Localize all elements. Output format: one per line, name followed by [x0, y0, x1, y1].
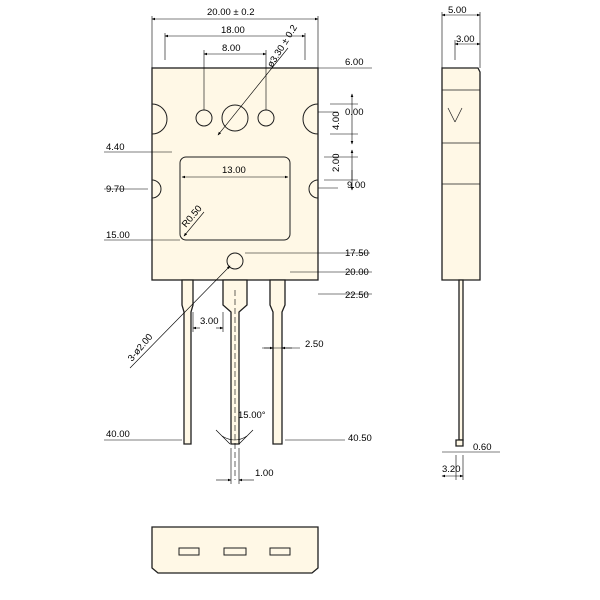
dim-top-offset: 6.00	[345, 57, 364, 68]
dim-body-height: 20.00	[345, 267, 369, 278]
dim-lower-hole: 9.00	[347, 180, 366, 191]
bottom-view	[151, 526, 319, 574]
dim-window-gap: 2.00	[331, 154, 342, 173]
side-lead	[458, 279, 464, 441]
dim-lead-thickness: 1.00	[255, 468, 274, 479]
dim-pin-holes: 3-ø2.00	[126, 332, 155, 364]
exposed-window	[179, 156, 291, 241]
side-view	[441, 12, 500, 480]
pin-hole	[226, 252, 244, 270]
dim-side-lead-offset: 3.20	[442, 464, 461, 475]
dim-overall-width: 20.00 ± 0.2	[207, 7, 254, 18]
dim-window-width: 13.00	[222, 165, 246, 176]
lead-left	[181, 279, 194, 445]
dim-hole-span: 18.00	[221, 25, 245, 36]
dim-center-span: 8.00	[222, 43, 241, 54]
dim-side-tab: 3.00	[456, 34, 475, 45]
dim-hole-zero: 0.00	[345, 107, 364, 118]
right-lower-notch	[308, 179, 319, 199]
leads	[181, 279, 286, 445]
dim-left-lead: 40.00	[106, 429, 130, 440]
dim-notch-mid: 9.70	[106, 184, 125, 195]
right-upper-notch	[302, 103, 319, 135]
bottom-body	[151, 526, 319, 574]
bottom-pin-right	[269, 547, 291, 556]
dim-side-thickness: 5.00	[448, 5, 467, 16]
side-body	[441, 67, 481, 281]
dim-shoulder: 22.50	[345, 290, 369, 301]
dim-mount-hole-dia: ø3.30 ± 0.2	[265, 23, 300, 70]
dim-bend-angle: 15.00°	[238, 410, 266, 421]
dim-lead-pitch: 3.00	[200, 316, 219, 327]
side-lead-tip	[455, 439, 464, 447]
bottom-pin-center	[223, 547, 247, 556]
dim-pin-hole: 17.50	[345, 248, 369, 259]
dim-side-lead: 0.60	[473, 442, 492, 453]
bottom-pin-left	[178, 547, 200, 556]
dim-notch-top: 4.40	[106, 142, 125, 153]
left-lower-notch	[151, 179, 162, 199]
dim-lead-width: 2.50	[305, 339, 324, 350]
lead-right	[269, 279, 286, 445]
front-view	[104, 16, 372, 484]
dim-hole-height: 4.00	[331, 112, 342, 131]
mount-hole-center	[221, 104, 249, 132]
dim-right-lead: 40.50	[348, 433, 372, 444]
dim-window-bottom: 15.00	[106, 230, 130, 241]
left-upper-notch	[151, 103, 168, 135]
